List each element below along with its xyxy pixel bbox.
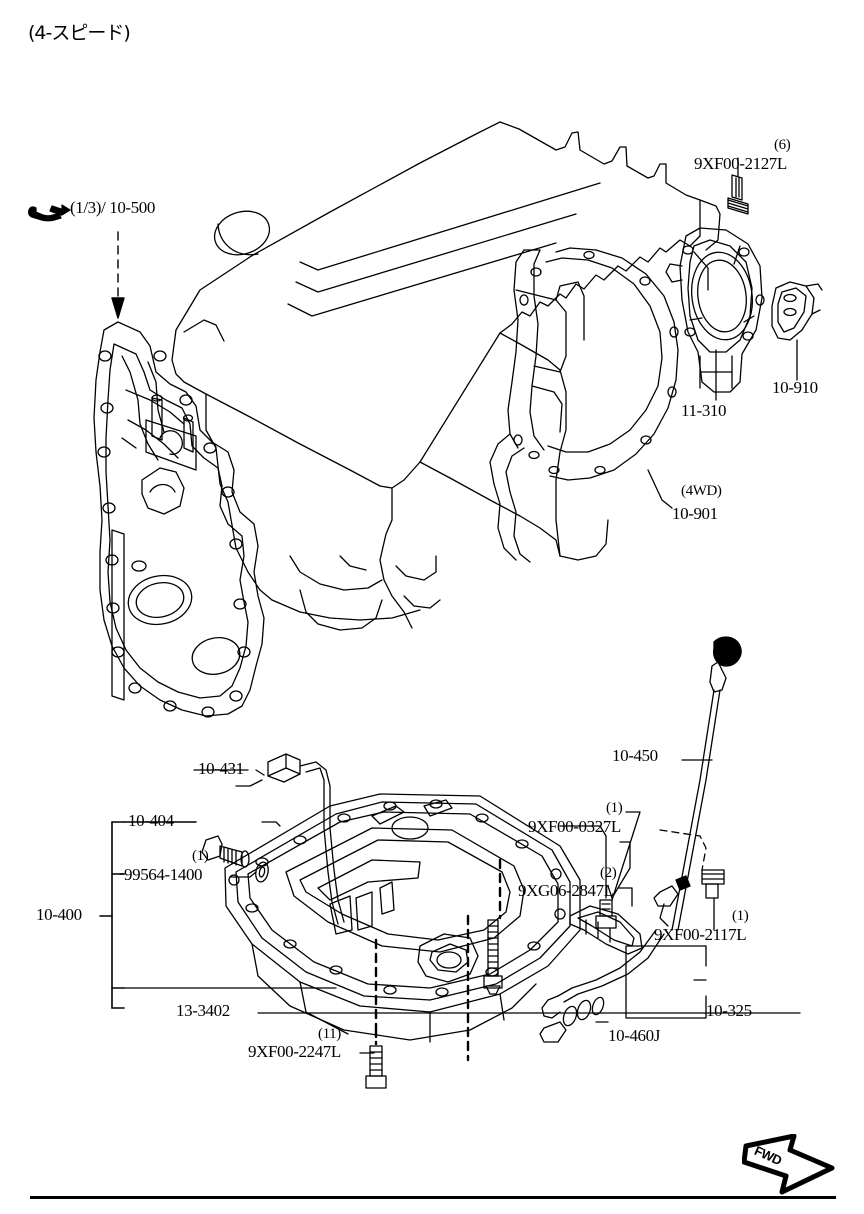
ref-label-10-500[interactable]: (1/3)/ 10-500 (70, 198, 155, 217)
bolt-9XF00-2127L (727, 157, 749, 215)
leader-lines-pan (607, 841, 631, 899)
oil-pan-10-400 (224, 793, 581, 1043)
qty-9XF00-2117L: (1) (732, 908, 749, 924)
part-label-9XF00-0327L[interactable]: 9XF00-0327L (528, 817, 621, 836)
washer-99564-1400 (255, 861, 269, 883)
qty-9XF00-2127L: (6) (774, 137, 791, 153)
bracket-10-910 (771, 281, 823, 341)
fwd-arrow-icon: FWD (741, 1133, 838, 1196)
qty-9XG06-2847L: (2) (600, 865, 617, 881)
qty-99564-1400: (1) (192, 848, 209, 864)
dipstick-10-450 (653, 636, 742, 931)
part-label-99564-1400[interactable]: 99564-1400 (124, 865, 203, 884)
part-label-13-3402[interactable]: 13-3402 (176, 1001, 230, 1020)
part-label-10-325[interactable]: 10-325 (706, 1001, 752, 1020)
bolt-9XF00-2117L (659, 829, 725, 931)
qty-9XF00-0327L: (1) (606, 800, 623, 816)
oring-10-460J (539, 996, 605, 1043)
part-label-10-400[interactable]: 10-400 (36, 905, 82, 924)
qty-9XF00-2247L: (11) (318, 1026, 341, 1042)
part-label-10-910[interactable]: 10-910 (772, 378, 818, 397)
pan-alignment-guides (374, 858, 502, 1062)
rear-oil-seal-housing-11-310 (665, 227, 765, 393)
valve-cover-assembly (171, 121, 721, 631)
part-label-11-310[interactable]: 11-310 (681, 401, 727, 420)
page-title: (4-スピード) (28, 22, 131, 44)
part-label-10-901[interactable]: 10-901 (672, 504, 718, 523)
note-4wd: (4WD) (681, 483, 722, 499)
leader-lines-left (123, 769, 337, 989)
footer-divider (30, 1196, 836, 1199)
part-label-9XF00-2127L[interactable]: 9XF00-2127L (694, 154, 787, 173)
part-label-10-460J[interactable]: 10-460J (608, 1026, 660, 1045)
part-label-9XF00-2247L[interactable]: 9XF00-2247L (248, 1042, 341, 1061)
oil-level-sensor-10-431 (235, 753, 345, 925)
leader-lines-upper-right (647, 339, 798, 509)
part-label-10-450[interactable]: 10-450 (612, 746, 658, 765)
pointing-hand-icon (28, 204, 71, 222)
ref-leader-arrow (111, 231, 125, 319)
dipstick-tube-10-325 (541, 929, 665, 1019)
dipstick-bracket (569, 905, 643, 955)
part-label-9XG06-2847L[interactable]: 9XG06-2847L (518, 881, 614, 900)
drain-plug-10-404 (201, 835, 250, 868)
leader-lines-right-lower (595, 759, 713, 1023)
bolt-9XF00-2247L (365, 1028, 387, 1089)
part-label-9XF00-2117L[interactable]: 9XF00-2117L (654, 925, 747, 944)
rear-cover-plate-10-901 (489, 247, 679, 563)
timing-chain-cover (93, 321, 265, 718)
part-label-10-431[interactable]: 10-431 (198, 759, 244, 778)
group-bracket-10-400 (99, 821, 197, 1009)
part-label-10-404[interactable]: 10-404 (128, 811, 174, 830)
bolt-9XF00-0327L (559, 825, 617, 929)
leader-lines-bottom (257, 1012, 801, 1054)
bolt-9XG06-2847L (483, 919, 503, 995)
